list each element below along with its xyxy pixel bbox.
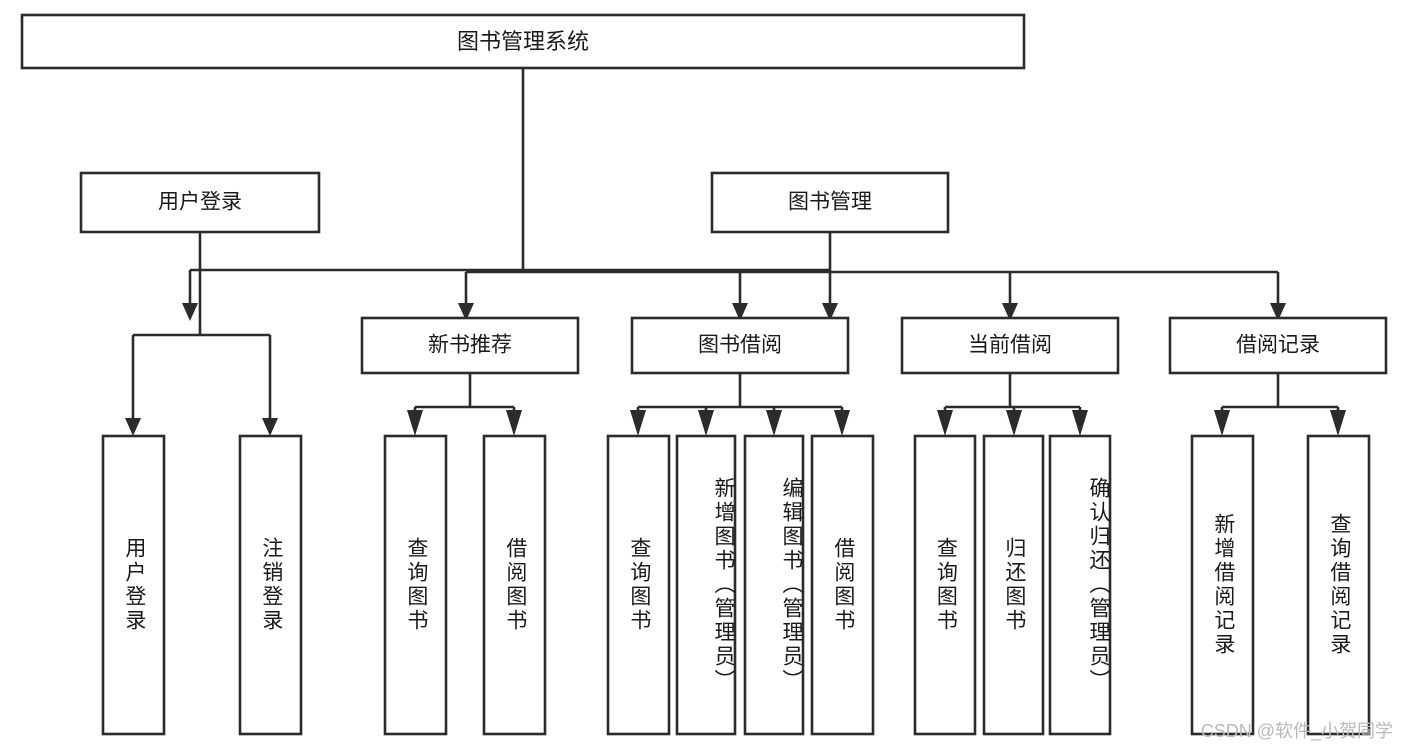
- node-book-borrow-box[interactable]: [630, 316, 850, 375]
- arrowhead-new-book-rec: [458, 303, 474, 321]
- arrowhead-query-record: [1330, 410, 1346, 436]
- node-leaf-add-record-box[interactable]: [1190, 434, 1255, 736]
- arrowhead-return-book: [1006, 410, 1022, 436]
- node-leaf-borrow-book-1-box[interactable]: [482, 434, 547, 736]
- arrowhead-user-login: [182, 303, 198, 321]
- node-current-borrow-box[interactable]: [900, 316, 1120, 375]
- node-leaf-confirm-return-box[interactable]: [1048, 434, 1112, 736]
- node-current-borrow[interactable]: 当前借阅: [900, 316, 1120, 375]
- arrowhead-leaf-user-login: [125, 418, 141, 436]
- node-user-login[interactable]: 用户登录: [79, 171, 321, 234]
- node-borrow-record[interactable]: 借阅记录: [1168, 316, 1388, 375]
- arrowhead-book-manage: [822, 303, 838, 321]
- arrowhead-edit-book: [766, 410, 782, 436]
- node-book-manage-box[interactable]: [710, 171, 950, 234]
- arrowhead-borrow-record: [1270, 303, 1286, 321]
- node-new-book-rec-box[interactable]: [360, 316, 580, 375]
- arrowhead-borrow-book-2: [834, 410, 850, 436]
- arrowhead-borrow-book-1: [506, 410, 522, 436]
- node-leaf-query-book-2-box[interactable]: [606, 434, 671, 736]
- node-leaf-return-book-box[interactable]: [982, 434, 1045, 736]
- node-layer: 图书管理系统 用户登录 图书管理 新书推荐 图书借阅: [20, 13, 1388, 736]
- arrowhead-add-book: [698, 410, 714, 436]
- node-root[interactable]: 图书管理系统: [20, 13, 1026, 70]
- node-book-borrow-label: 图书借阅: [698, 334, 782, 357]
- node-leaf-query-record-box[interactable]: [1306, 434, 1371, 736]
- node-book-manage-label: 图书管理: [788, 191, 872, 214]
- node-book-borrow[interactable]: 图书借阅: [630, 316, 850, 375]
- node-leaf-query-book-1-box[interactable]: [383, 434, 448, 736]
- node-root-box[interactable]: [20, 13, 1026, 70]
- node-user-login-label: 用户登录: [158, 191, 242, 214]
- node-leaf-add-book-box[interactable]: [675, 434, 737, 736]
- node-leaf-logout-box[interactable]: [238, 434, 303, 736]
- node-borrow-record-box[interactable]: [1168, 316, 1388, 375]
- node-leaf-query-book-3-box[interactable]: [913, 434, 977, 736]
- node-new-book-rec[interactable]: 新书推荐: [360, 316, 580, 375]
- arrowhead-add-record: [1214, 410, 1230, 436]
- node-borrow-record-label: 借阅记录: [1236, 334, 1320, 357]
- node-user-login-box[interactable]: [79, 171, 321, 234]
- node-root-label: 图书管理系统: [457, 29, 589, 54]
- arrowhead-query-book-2: [630, 410, 646, 436]
- arrowhead-confirm-return: [1072, 410, 1088, 436]
- node-new-book-rec-label: 新书推荐: [428, 334, 512, 357]
- node-current-borrow-label: 当前借阅: [968, 334, 1052, 357]
- arrowhead-book-borrow: [732, 303, 748, 321]
- arrowhead-leaf-logout: [262, 418, 278, 436]
- node-leaf-borrow-book-2-box[interactable]: [810, 434, 875, 736]
- arrowhead-query-book-1: [407, 410, 423, 436]
- connector-layer: [125, 68, 1346, 436]
- node-leaf-user-login-box[interactable]: [101, 434, 166, 736]
- node-leaf-edit-book-box[interactable]: [743, 434, 805, 736]
- watermark-text: CSDN @软件_小贺同学: [1200, 721, 1393, 741]
- arrowhead-query-book-3: [937, 410, 953, 436]
- node-book-manage[interactable]: 图书管理: [710, 171, 950, 234]
- arrowhead-current-borrow: [1002, 303, 1018, 321]
